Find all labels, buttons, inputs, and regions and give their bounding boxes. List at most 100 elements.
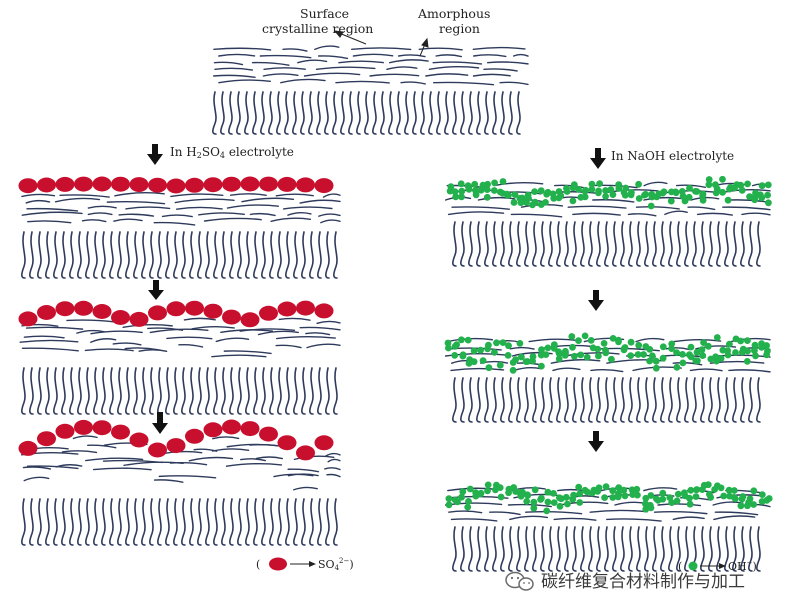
hydroxide-ion — [458, 336, 465, 344]
crystalline-chain — [90, 338, 117, 343]
hydroxide-ion — [758, 182, 766, 190]
hydroxide-ion — [477, 186, 485, 194]
fiber-core-strand — [596, 221, 601, 267]
h2so4-arrow-3 — [152, 412, 168, 434]
hydroxide-ion — [717, 355, 725, 362]
fiber-core-strand — [133, 498, 138, 546]
crystalline-chain — [435, 54, 463, 58]
sulfate-ion — [203, 177, 223, 193]
hydroxide-ion — [483, 186, 491, 194]
crystalline-chain — [338, 60, 384, 64]
fiber-core-strand — [460, 221, 465, 267]
hydroxide-ion — [555, 355, 563, 363]
hydroxide-ion — [595, 352, 602, 360]
hydroxide-ion — [531, 188, 538, 196]
hydroxide-ion — [451, 352, 459, 359]
fiber-core-strand — [628, 377, 633, 423]
hydroxide-ion — [575, 483, 583, 491]
sulfate-ion — [314, 178, 334, 194]
hydroxide-ion — [602, 187, 609, 194]
fiber-core-strand — [412, 91, 417, 135]
fiber-core-strand — [37, 367, 42, 415]
fiber-core-strand — [732, 526, 737, 572]
fiber-core-strand — [45, 367, 50, 415]
hydroxide-ion — [477, 490, 484, 498]
sulfate-ion — [18, 440, 38, 456]
amorphous-label-line1: Amorphous — [417, 6, 490, 21]
crystalline-chain — [303, 72, 361, 77]
fiber-core-strand — [732, 377, 737, 423]
fiber-core-strand — [317, 231, 322, 279]
crystalline-chain — [26, 465, 79, 470]
hydroxide-ion — [550, 194, 558, 202]
hydroxide-ion — [465, 498, 472, 505]
fiber-core-strand — [300, 91, 305, 135]
fiber-core-strand — [261, 498, 266, 546]
hydroxide-ion — [744, 337, 751, 344]
fiber-core-strand — [564, 377, 569, 423]
crystalline-chain — [299, 326, 341, 331]
hydroxide-ion — [464, 336, 472, 344]
fiber-core-strand — [221, 367, 226, 415]
hydroxide-ion — [642, 505, 650, 513]
crystalline-chain — [112, 342, 142, 346]
fiber-core-strand — [516, 91, 521, 135]
fiber-core-strand — [636, 377, 641, 423]
sulfate-ion — [74, 300, 93, 316]
hydroxide-ion — [544, 344, 552, 352]
hydroxide-ion — [556, 494, 563, 502]
fiber-core-strand — [676, 526, 681, 572]
crystalline-chain — [21, 347, 79, 352]
crystalline-chain — [673, 338, 722, 343]
crystalline-chain — [722, 206, 771, 211]
fiber-core-strand — [644, 377, 649, 423]
crystalline-chain — [239, 328, 296, 332]
crystalline-chain — [450, 367, 505, 372]
fiber-core-strand — [508, 221, 513, 267]
fiber-core-strand — [29, 367, 34, 415]
fiber-core-strand — [173, 498, 178, 546]
fiber-core-strand — [580, 377, 585, 423]
hydroxide-ion — [496, 361, 504, 369]
hydroxide-ion — [544, 188, 552, 196]
hydroxide-ion — [738, 495, 746, 503]
fiber-core-strand — [325, 498, 330, 546]
hydroxide-ion — [445, 495, 453, 502]
crystalline-chain — [90, 330, 143, 335]
crystalline-chain — [513, 366, 543, 372]
crystalline-chain — [451, 206, 510, 210]
hydroxide-ion — [466, 485, 474, 493]
crystalline-chain — [590, 184, 638, 189]
hydroxide-ion — [484, 345, 491, 353]
fiber-core-strand — [93, 498, 98, 546]
fiber-core-strand — [684, 221, 689, 267]
sulfate-ion — [37, 177, 56, 193]
crystalline-chain — [76, 329, 106, 334]
hydroxide-ion — [642, 494, 650, 502]
hydroxide-ion — [583, 353, 591, 361]
fiber-core-strand — [21, 498, 26, 546]
fiber-core-strand — [205, 498, 210, 546]
hydroxide-ion — [516, 340, 524, 347]
crystalline-chain — [113, 218, 143, 222]
hydroxide-ion — [569, 184, 577, 192]
hydroxide-ion — [686, 184, 693, 192]
crystalline-chain — [21, 211, 83, 216]
hydroxide-ion — [653, 495, 660, 503]
hydroxide-ion — [764, 191, 771, 199]
hydroxide-ion — [621, 191, 629, 199]
fiber-core-strand — [325, 231, 330, 279]
surface-label-line1: Surface — [300, 6, 349, 21]
fiber-core-strand — [516, 221, 521, 267]
crystalline-chain — [510, 213, 563, 218]
hydroxide-ion — [699, 196, 707, 204]
hydroxide-ion — [445, 501, 453, 509]
crystalline-chain — [153, 221, 196, 226]
fiber-core-strand — [604, 377, 609, 423]
hydroxide-ion — [609, 335, 617, 342]
fiber-core-strand — [692, 377, 697, 423]
hydroxide-ion — [758, 491, 766, 498]
fiber-core-strand — [285, 367, 290, 415]
hydroxide-ion — [726, 340, 733, 348]
fiber-core-strand — [620, 377, 625, 423]
